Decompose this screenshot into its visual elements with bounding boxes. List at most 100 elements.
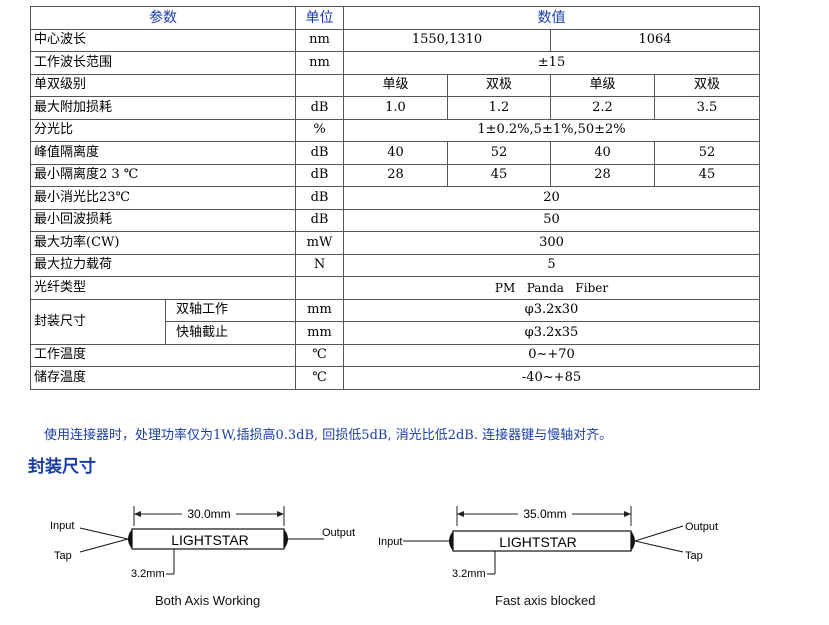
- row-unit: mm: [295, 298, 344, 322]
- row-label: 最小隔离度2 3 ℃: [30, 163, 296, 187]
- row-value: 28: [343, 163, 448, 187]
- row-value: ±15: [343, 51, 760, 75]
- row-value: 5: [343, 253, 760, 277]
- diagram-both-axis: 30.0mm LIGHTSTAR Input Tap Output 3.2mm: [50, 506, 355, 580]
- row-label: 光纤类型: [30, 276, 296, 300]
- length-label: 30.0mm: [187, 507, 230, 521]
- row-label: 最小消光比23℃: [30, 186, 296, 210]
- row-unit: N: [295, 253, 344, 277]
- row-unit: nm: [295, 51, 344, 75]
- row-unit: dB: [295, 163, 344, 187]
- table-row: 封装尺寸 双轴工作 mm φ3.2x30: [30, 298, 760, 345]
- length-label: 35.0mm: [523, 507, 566, 521]
- input-label: Input: [50, 520, 74, 532]
- table-header-row: 参数 单位 数值: [30, 6, 760, 30]
- row-unit: nm: [295, 28, 344, 52]
- row-value: 单级: [550, 73, 655, 97]
- diagram-fast-axis: 35.0mm LIGHTSTAR Input Output Tap 3.2mm: [378, 506, 718, 580]
- table-row: 最大拉力载荷 N 5: [30, 253, 760, 277]
- row-value: 1550,1310: [343, 28, 551, 52]
- row-value: 1064: [550, 28, 760, 52]
- diameter-label: 3.2mm: [452, 568, 486, 580]
- row-unit: mW: [295, 231, 344, 255]
- row-value: φ3.2x30: [343, 298, 760, 322]
- end-cap-right: [631, 531, 635, 551]
- row-value: 300: [343, 231, 760, 255]
- row-value: 45: [654, 163, 760, 187]
- input-label: Input: [378, 536, 402, 548]
- table-row: 光纤类型 PM Panda Fiber: [30, 276, 760, 300]
- header-value: 数值: [343, 6, 760, 30]
- row-unit: mm: [295, 321, 344, 345]
- row-value: 45: [447, 163, 551, 187]
- row-label: 单双级别: [30, 73, 296, 97]
- row-value: 双极: [447, 73, 551, 97]
- row-label: 分光比: [30, 118, 296, 142]
- row-unit: dB: [295, 186, 344, 210]
- brand-label: LIGHTSTAR: [499, 534, 577, 550]
- table-row: 最小消光比23℃ dB 20: [30, 186, 760, 210]
- row-value: 2.2: [550, 96, 655, 120]
- row-unit: [295, 73, 344, 97]
- row-label: 峰值隔离度: [30, 141, 296, 165]
- row-label: 最小回波损耗: [30, 208, 296, 232]
- table-row: 最小回波损耗 dB 50: [30, 208, 760, 232]
- row-value: 40: [343, 141, 448, 165]
- row-label: 最大附加损耗: [30, 96, 296, 120]
- spec-table: 参数 单位 数值 中心波长 nm 1550,1310 1064 工作波长范围 n…: [30, 6, 760, 390]
- row-value: -40~+85: [343, 366, 760, 390]
- package-title: 封装尺寸: [28, 457, 96, 477]
- row-unit: dB: [295, 96, 344, 120]
- row-value: 单级: [343, 73, 448, 97]
- row-value: 52: [447, 141, 551, 165]
- row-label: 封装尺寸: [30, 298, 166, 345]
- row-value: φ3.2x35: [343, 321, 760, 345]
- table-row: 最大附加损耗 dB 1.0 1.2 2.2 3.5: [30, 96, 760, 120]
- header-unit: 单位: [295, 6, 344, 30]
- row-unit: dB: [295, 208, 344, 232]
- table-row: 最大功率(CW) mW 300: [30, 231, 760, 255]
- row-unit: ℃: [295, 366, 344, 390]
- row-value: 20: [343, 186, 760, 210]
- row-value: 40: [550, 141, 655, 165]
- table-row: 最小隔离度2 3 ℃ dB 28 45 28 45: [30, 163, 760, 187]
- caption-both-axis: Both Axis Working: [155, 593, 261, 608]
- row-unit: ℃: [295, 343, 344, 367]
- row-unit: [295, 276, 344, 300]
- tap-label: Tap: [54, 550, 72, 562]
- table-row: 中心波长 nm 1550,1310 1064: [30, 28, 760, 52]
- diameter-label: 3.2mm: [131, 568, 165, 580]
- row-label: 中心波长: [30, 28, 296, 52]
- row-value: 3.5: [654, 96, 760, 120]
- header-param: 参数: [30, 6, 296, 30]
- end-cap-right: [284, 529, 288, 549]
- table-row: 分光比 % 1±0.2%,5±1%,50±2%: [30, 118, 760, 142]
- row-sublabel: 快轴截止: [165, 321, 296, 345]
- row-value: 1.0: [343, 96, 448, 120]
- row-value: 双极: [654, 73, 760, 97]
- row-label: 最大拉力载荷: [30, 253, 296, 277]
- row-label: 最大功率(CW): [30, 231, 296, 255]
- end-cap-left: [128, 529, 132, 549]
- row-label: 储存温度: [30, 366, 296, 390]
- row-label: 工作温度: [30, 343, 296, 367]
- brand-label: LIGHTSTAR: [171, 532, 249, 548]
- output-label: Output: [322, 527, 355, 539]
- row-sublabel: 双轴工作: [165, 298, 296, 322]
- table-row: 峰值隔离度 dB 40 52 40 52: [30, 141, 760, 165]
- caption-fast-axis: Fast axis blocked: [495, 593, 596, 608]
- end-cap-left: [449, 531, 453, 551]
- row-unit: dB: [295, 141, 344, 165]
- row-unit: %: [295, 118, 344, 142]
- row-value: 1±0.2%,5±1%,50±2%: [343, 118, 760, 142]
- table-row: 单双级别 单级 双极 单级 双极: [30, 73, 760, 97]
- table-row: 工作温度 ℃ 0~+70: [30, 343, 760, 367]
- row-value: 28: [550, 163, 655, 187]
- row-value: 50: [343, 208, 760, 232]
- table-row: 储存温度 ℃ -40~+85: [30, 366, 760, 390]
- row-label: 工作波长范围: [30, 51, 296, 75]
- row-value: 0~+70: [343, 343, 760, 367]
- connector-note: 使用连接器时，处理功率仅为1W,插损高0.3dB, 回损低5dB, 消光比低2d…: [44, 428, 613, 443]
- tap-label: Tap: [685, 550, 703, 562]
- row-value: 1.2: [447, 96, 551, 120]
